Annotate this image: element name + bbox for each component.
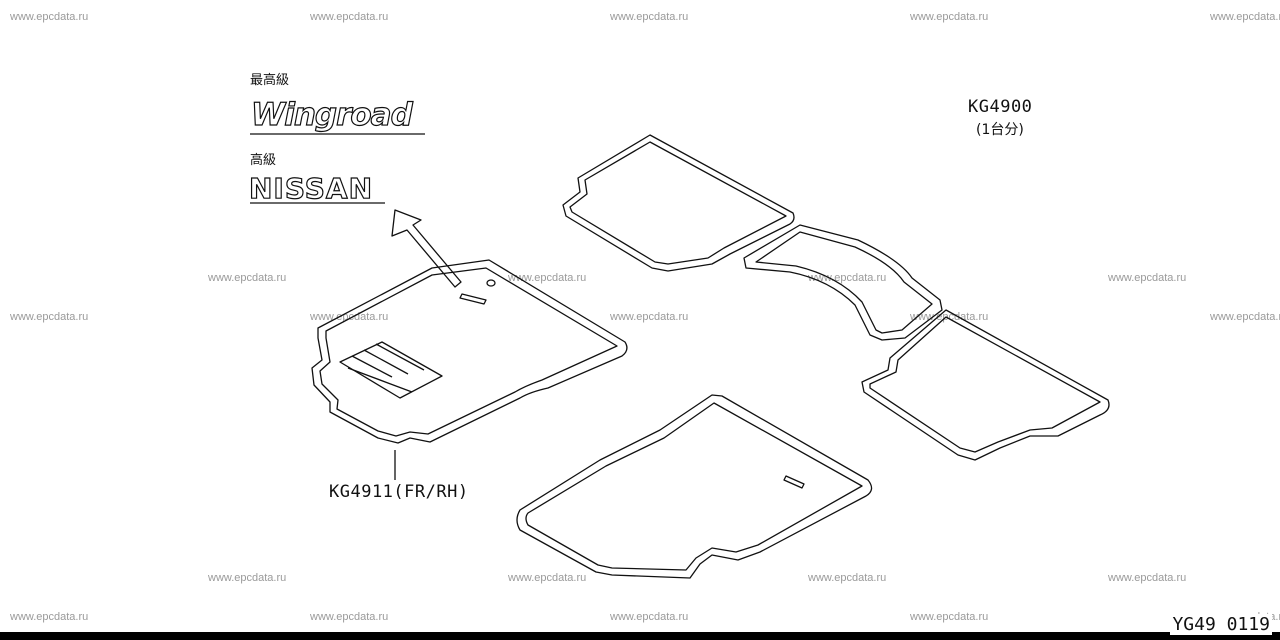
watermark: www.epcdata.ru	[610, 11, 689, 23]
rear-center-mat	[743, 224, 943, 341]
heel-pad	[339, 341, 443, 399]
part-quantity-note: (1台分)	[976, 122, 1024, 138]
watermark: www.epcdata.ru	[10, 311, 89, 323]
watermark: www.epcdata.ru	[610, 611, 689, 623]
watermark: www.epcdata.ru	[610, 311, 689, 323]
watermark: www.epcdata.ru	[310, 311, 389, 323]
watermark: www.epcdata.ru	[10, 611, 89, 623]
watermark: www.epcdata.ru	[910, 611, 989, 623]
luggage-mat	[516, 394, 873, 579]
watermark: www.epcdata.ru	[508, 272, 587, 284]
part-number-kg4900: KG4900	[968, 97, 1033, 117]
watermark: www.epcdata.ru	[808, 272, 887, 284]
luggage-tab	[783, 475, 805, 489]
watermark: www.epcdata.ru	[910, 11, 989, 23]
high-grade-label: 高級	[250, 153, 277, 168]
watermark: www.epcdata.ru	[208, 272, 287, 284]
watermark: www.epcdata.ru	[10, 11, 89, 23]
diagram-code: YG49 0119	[1170, 614, 1272, 635]
badge-slot	[459, 293, 487, 305]
watermark: www.epcdata.ru	[508, 572, 587, 584]
svg-text:NISSAN: NISSAN	[249, 172, 373, 205]
badge-pointer-arrow	[391, 209, 462, 288]
watermark: www.epcdata.ru	[1210, 11, 1280, 23]
part-number-kg4911: KG4911(FR/RH)	[329, 482, 469, 502]
watermark: www.epcdata.ru	[310, 611, 389, 623]
premium-grade-label: 最高級	[250, 73, 290, 88]
watermark: www.epcdata.ru	[1108, 572, 1187, 584]
front-lh-mat	[562, 134, 795, 272]
watermark: www.epcdata.ru	[208, 572, 287, 584]
front-rh-mat	[311, 259, 628, 444]
watermark: www.epcdata.ru	[808, 572, 887, 584]
svg-text:Wingroad: Wingroad	[251, 97, 414, 133]
clip-hole	[486, 279, 496, 287]
watermark: www.epcdata.ru	[310, 11, 389, 23]
rear-right-mat	[861, 309, 1110, 461]
bottom-bar	[0, 632, 1280, 640]
watermark: www.epcdata.ru	[1108, 272, 1187, 284]
watermark: www.epcdata.ru	[1210, 311, 1280, 323]
